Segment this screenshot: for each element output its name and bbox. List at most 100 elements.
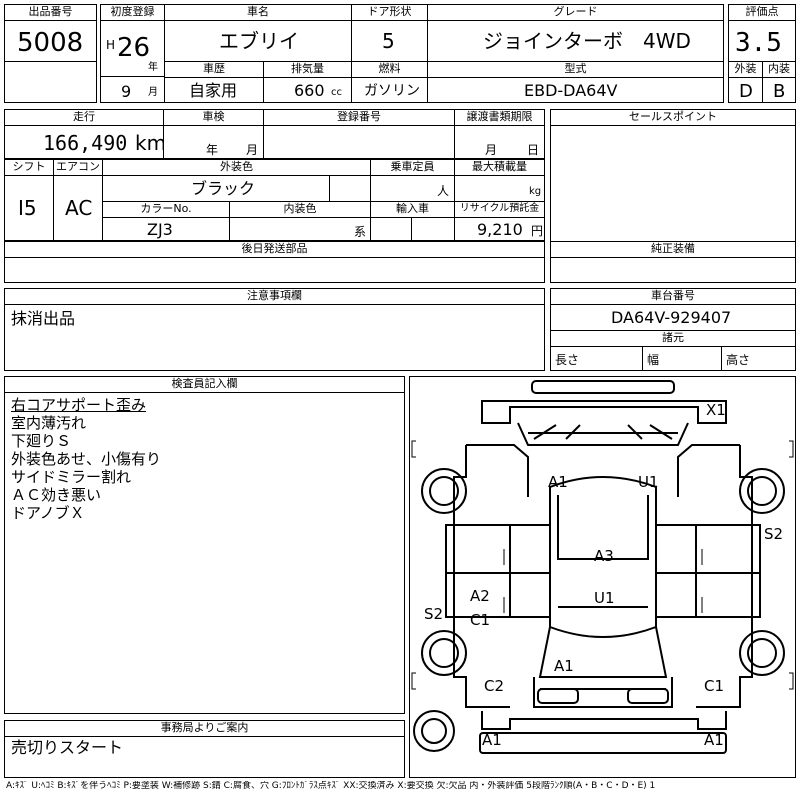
- interior-color-unit: 系: [354, 225, 367, 239]
- exterior-color: ブラック: [191, 179, 256, 198]
- lot-number: 5008: [17, 28, 84, 58]
- model-box: EBD-DA64V: [427, 77, 724, 103]
- first-registration-box: H 26 年: [100, 20, 165, 77]
- width-label: 幅: [647, 353, 660, 367]
- registration-month-box: 9 月: [100, 76, 165, 103]
- shift-box: I5: [4, 175, 54, 241]
- inspector-remarks: 右コアサポート歪み 室内薄汚れ 下廻りＳ 外装色あせ、小傷有り サイドミラー割れ…: [11, 396, 161, 522]
- sales-points-label: セールスポイント: [550, 109, 796, 126]
- fuel: ガソリン: [364, 83, 420, 99]
- exterior-label: 外装: [728, 61, 763, 78]
- first-registration-label: 初度登録: [100, 4, 165, 21]
- remark-line: 外装色あせ、小傷有り: [11, 450, 162, 468]
- mark-x1: X1: [706, 401, 726, 419]
- interior-color-box: 系: [229, 217, 371, 241]
- import-box-left: [370, 217, 412, 241]
- mark-a1-bottom-left: A1: [482, 731, 502, 749]
- shift: I5: [18, 196, 37, 220]
- hood-outline: [517, 422, 689, 446]
- recycle-unit: 円: [531, 224, 544, 238]
- car-name-box: エブリイ: [164, 20, 352, 62]
- lot-number-box: 5008: [4, 20, 97, 62]
- aircon: AC: [65, 196, 93, 220]
- score-label: 評価点: [728, 4, 796, 21]
- front-bumper-outline: [531, 380, 675, 394]
- color-number-label: カラーNo.: [102, 201, 230, 218]
- color-number: ZJ3: [147, 220, 173, 239]
- car-name: エブリイ: [219, 29, 299, 53]
- shift-label: シフト: [4, 159, 54, 176]
- mark-a1-bottom-right: A1: [704, 731, 724, 749]
- legend-footer: A:ｷｽﾞ U:ﾍｺﾐ B:ｷｽﾞを伴うﾍｺﾐ P:要塗装 W:補修跡 S:錆 …: [6, 781, 656, 791]
- height-box: 高さ: [721, 346, 796, 371]
- inspection-month-unit: 月: [246, 143, 259, 157]
- spare-wheel: [413, 710, 455, 752]
- transfer-month-unit: 月: [485, 143, 498, 157]
- height-label: 高さ: [726, 353, 751, 367]
- remark-line: ＡＣ効き悪い: [11, 486, 102, 504]
- office-notice-box: 売切りスタート: [4, 736, 405, 778]
- later-parts-box: [4, 257, 545, 283]
- exterior-box: D: [728, 77, 763, 103]
- interior-box: B: [762, 77, 796, 103]
- transfer-day-unit: 日: [527, 143, 540, 157]
- displacement-label: 排気量: [263, 61, 352, 78]
- capacity-box: 人: [370, 175, 455, 202]
- chassis-box: DA64V-929407: [550, 304, 796, 331]
- mileage: 166,490: [43, 131, 128, 155]
- grade: ジョインターボ 4WD: [483, 29, 691, 53]
- max-load-unit: kg: [529, 186, 542, 197]
- remark-line: 下廻りＳ: [11, 432, 72, 450]
- inspection-box: 年 月: [163, 125, 264, 159]
- max-load-label: 最大積載量: [454, 159, 545, 176]
- office-notice-label: 事務局よりご案内: [4, 720, 405, 737]
- remark-line: ドアノブＸ: [11, 504, 85, 522]
- recycle-fee: 9,210: [477, 220, 523, 239]
- mark-c1-left: C1: [470, 611, 490, 629]
- wheel-rear-left: [421, 630, 467, 676]
- caution-label: 注意事項欄: [4, 288, 545, 305]
- inspector-label: 検査員記入欄: [4, 376, 405, 393]
- import-box-right: [411, 217, 455, 241]
- car-diagram-box: X1 A1 U1 S2 A3 U1 A2 C1 S2 A1 C2 C1 A1 A…: [409, 376, 796, 778]
- registration-year: 26: [117, 33, 151, 63]
- caution-box: 抹消出品: [4, 304, 545, 371]
- score: 3.5: [735, 28, 782, 58]
- door-label: ドア形状: [351, 4, 428, 21]
- genuine-equipment-label: 純正装備: [550, 241, 796, 258]
- transfer-deadline-label: 譲渡書類期限: [454, 109, 545, 126]
- left-body-outline: [453, 445, 510, 708]
- month-unit: 月: [148, 87, 158, 98]
- capacity-unit: 人: [437, 184, 450, 198]
- year-unit: 年: [148, 62, 158, 73]
- aircon-label: エアコン: [53, 159, 103, 176]
- color-number-box: ZJ3: [102, 217, 230, 241]
- history: 自家用: [189, 81, 238, 100]
- wheel-front-right: [739, 468, 785, 514]
- import-label: 輸入車: [370, 201, 455, 218]
- mark-a3-roof: A3: [594, 547, 614, 565]
- recycle-label: リサイクル預託金: [454, 201, 545, 218]
- inspection-label: 車検: [163, 109, 264, 126]
- chassis-label: 車台番号: [550, 288, 796, 305]
- fuel-label: 燃料: [351, 61, 428, 78]
- model: EBD-DA64V: [524, 81, 618, 100]
- era: H: [106, 38, 116, 52]
- later-parts-label: 後日発送部品: [4, 241, 545, 258]
- model-label: 型式: [427, 61, 724, 78]
- lot-number-label: 出品番号: [4, 4, 97, 21]
- wheel-front-left: [421, 468, 467, 514]
- recycle-box: 9,210 円: [454, 217, 545, 241]
- length-label: 長さ: [555, 353, 580, 367]
- score-box: 3.5: [728, 20, 796, 62]
- registration-month: 9: [121, 82, 132, 101]
- right-body-outline: [696, 445, 753, 708]
- sales-points-box: [550, 125, 796, 242]
- dimensions-label: 諸元: [550, 330, 796, 347]
- remark-line: サイドミラー割れ: [11, 468, 132, 486]
- mark-a2-left: A2: [470, 587, 490, 605]
- car-diagram: X1 A1 U1 S2 A3 U1 A2 C1 S2 A1 C2 C1 A1 A…: [411, 380, 794, 754]
- grade-box: ジョインターボ 4WD: [427, 20, 724, 62]
- fuel-box: ガソリン: [351, 77, 428, 103]
- mark-c2-rear-left: C2: [484, 677, 504, 695]
